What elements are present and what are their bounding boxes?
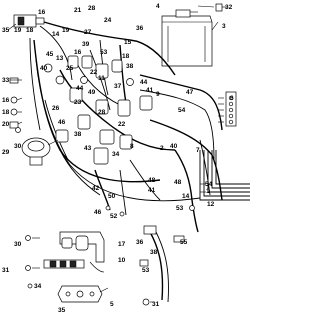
connector-block-19 xyxy=(13,14,45,28)
bracket-assembly-bottom xyxy=(43,231,105,273)
callout-53: 53 xyxy=(100,49,108,56)
callout-18: 18 xyxy=(26,27,34,34)
callout-50: 50 xyxy=(108,193,116,200)
callout-11: 11 xyxy=(98,75,105,82)
callout-45: 45 xyxy=(46,51,54,58)
callout-52: 52 xyxy=(110,213,118,220)
callout-numbers: 35 19 18 16 14 45 19 21 28 24 27 16 39 5… xyxy=(2,3,234,314)
callout-48b: 48 xyxy=(174,179,182,186)
callout-46b: 46 xyxy=(94,209,102,216)
callout-53c: 53 xyxy=(142,267,150,274)
callout-53b: 53 xyxy=(176,205,184,212)
callout-21: 21 xyxy=(74,7,82,14)
callout-49: 49 xyxy=(88,89,96,96)
callout-13: 13 xyxy=(56,55,64,62)
leader-lines xyxy=(7,5,224,303)
callout-16: 16 xyxy=(38,9,46,16)
callout-36: 36 xyxy=(136,25,144,32)
callout-35b: 35 xyxy=(58,307,66,314)
callout-31: 31 xyxy=(152,301,160,308)
parts-diagram: 35 19 18 16 14 45 19 21 28 24 27 16 39 5… xyxy=(2,3,250,314)
mounting-plate-bottom xyxy=(57,285,103,303)
callout-33: 33 xyxy=(2,77,10,84)
fasteners xyxy=(25,205,195,289)
callout-22: 22 xyxy=(90,69,98,76)
callout-3: 3 xyxy=(222,23,226,30)
callout-34: 34 xyxy=(112,151,120,158)
callout-17: 17 xyxy=(118,241,126,248)
callout-5: 5 xyxy=(110,301,114,308)
callout-18c: 18 xyxy=(2,109,10,116)
callout-32: 32 xyxy=(225,4,233,11)
callout-54: 54 xyxy=(178,107,186,114)
callout-28: 28 xyxy=(88,5,96,12)
callout-38c: 38 xyxy=(150,249,158,256)
callout-7: 7 xyxy=(196,147,200,154)
callout-42: 42 xyxy=(92,185,100,192)
callout-9: 9 xyxy=(156,91,160,98)
callout-14: 14 xyxy=(52,31,60,38)
callout-20: 20 xyxy=(2,121,10,128)
hose-bottom-right xyxy=(139,225,185,306)
callout-30b: 30 xyxy=(14,241,22,248)
left-small-parts xyxy=(9,77,21,133)
callout-40b: 40 xyxy=(170,143,178,150)
callout-10: 10 xyxy=(118,257,126,264)
callout-23: 23 xyxy=(74,99,82,106)
callout-40: 40 xyxy=(40,65,48,72)
callout-43: 43 xyxy=(84,145,92,152)
callout-1: 1 xyxy=(206,188,210,195)
callout-19: 19 xyxy=(14,27,22,34)
callout-41b: 41 xyxy=(148,187,156,194)
callout-4: 4 xyxy=(156,3,160,10)
callout-18b: 18 xyxy=(122,53,130,60)
callout-38b: 38 xyxy=(126,63,134,70)
callout-38: 38 xyxy=(74,131,82,138)
callout-25: 25 xyxy=(66,65,74,72)
callout-39: 39 xyxy=(82,41,90,48)
callout-28b: 28 xyxy=(98,109,106,116)
callout-24: 24 xyxy=(104,17,112,24)
callout-14b: 14 xyxy=(182,193,190,200)
callout-6: 6 xyxy=(230,95,234,102)
callout-35: 35 xyxy=(2,27,10,34)
callout-44b: 44 xyxy=(140,79,148,86)
cap-part-32 xyxy=(215,3,228,12)
callout-29: 29 xyxy=(2,149,10,156)
callout-47: 47 xyxy=(186,89,194,96)
pump-29 xyxy=(21,137,59,166)
callout-16c: 16 xyxy=(2,97,10,104)
callout-37: 37 xyxy=(114,83,122,90)
callout-55: 55 xyxy=(180,239,188,246)
callout-36b: 36 xyxy=(136,239,144,246)
pipe-bundle-right xyxy=(199,91,250,201)
callout-22b: 22 xyxy=(118,121,126,128)
callout-8: 8 xyxy=(130,143,134,150)
callout-16b: 16 xyxy=(74,49,82,56)
callout-31b: 31 xyxy=(2,267,10,274)
callout-44: 44 xyxy=(76,85,84,92)
valve-cluster xyxy=(43,55,153,165)
callout-27: 27 xyxy=(84,29,92,36)
callout-34b: 34 xyxy=(34,283,42,290)
callout-41: 41 xyxy=(146,87,154,94)
callout-30: 30 xyxy=(14,143,22,150)
callout-2: 2 xyxy=(160,145,164,152)
callout-15: 15 xyxy=(124,39,132,46)
callout-12: 12 xyxy=(207,201,215,208)
reservoir-tank xyxy=(161,9,213,67)
callout-54b: 54 xyxy=(205,181,213,188)
callout-48: 48 xyxy=(148,177,156,184)
callout-26: 26 xyxy=(52,105,60,112)
callout-46: 46 xyxy=(58,119,66,126)
callout-19b: 19 xyxy=(62,27,70,34)
